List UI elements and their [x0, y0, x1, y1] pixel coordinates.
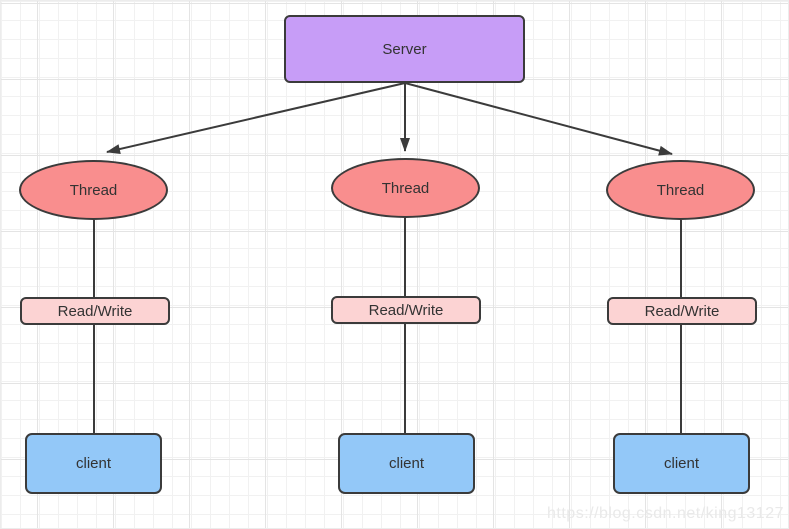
- read-write-label: Read/Write: [368, 301, 444, 319]
- client-node-1: client: [25, 433, 162, 494]
- client-node-3: client: [613, 433, 750, 494]
- thread-label: Thread: [69, 181, 118, 199]
- thread-label: Thread: [381, 179, 430, 197]
- thread-label: Thread: [656, 181, 705, 199]
- watermark: https://blog.csdn.net/king13127: [547, 505, 784, 522]
- client-label: client: [75, 455, 112, 472]
- read-write-label: Read/Write: [57, 302, 133, 320]
- client-label: client: [388, 455, 425, 472]
- server-label: Server: [382, 40, 427, 58]
- thread-node-2: Thread: [331, 158, 480, 218]
- edge-server-to-thread-3: [404, 82, 673, 156]
- client-label: client: [663, 455, 700, 472]
- edge-server-to-thread-1: [106, 82, 406, 154]
- server-node: Server: [284, 15, 525, 83]
- thread-node-3: Thread: [606, 160, 755, 220]
- thread-node-1: Thread: [19, 160, 168, 220]
- client-node-2: client: [338, 433, 475, 494]
- read-write-label: Read/Write: [644, 302, 720, 320]
- read-write-node-2: Read/Write: [331, 296, 481, 324]
- read-write-node-1: Read/Write: [20, 297, 170, 325]
- read-write-node-3: Read/Write: [607, 297, 757, 325]
